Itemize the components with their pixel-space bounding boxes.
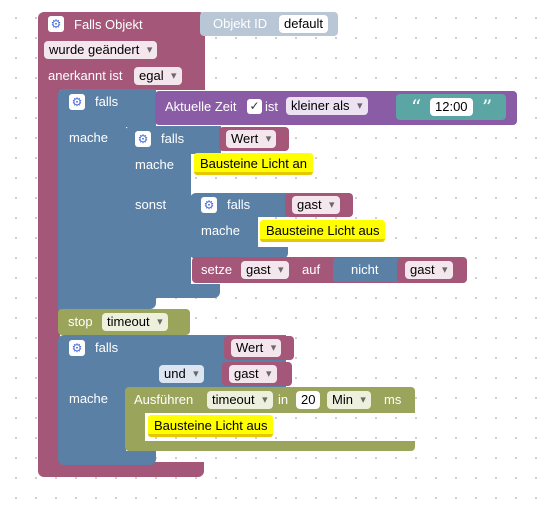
comment-licht-an[interactable]: Bausteine Licht an — [194, 153, 313, 175]
stop-label: stop — [68, 314, 93, 329]
gear-icon[interactable]: ⚙ — [69, 340, 85, 356]
checkbox[interactable]: ✓ — [247, 99, 262, 114]
time-compare-label: Aktuelle Zeit — [165, 99, 237, 114]
on-change-block-bottom — [38, 462, 204, 477]
stop-timeout-dropdown[interactable]: timeout — [102, 313, 168, 331]
on-change-title: Falls Objekt — [74, 17, 143, 32]
if-and-block-bottom — [58, 451, 156, 465]
time-compare-is-label: ist — [265, 99, 278, 114]
timeout-ms-label: ms — [384, 392, 402, 407]
if-wert-block-body — [125, 152, 191, 298]
set-variable-dropdown[interactable]: gast — [241, 261, 289, 279]
gear-icon[interactable]: ⚙ — [135, 131, 151, 147]
compare-dropdown[interactable]: kleiner als — [286, 97, 368, 115]
timeout-label: Ausführen — [134, 392, 194, 407]
object-id-field[interactable]: default — [279, 15, 329, 33]
ack-dropdown[interactable]: egal — [134, 67, 182, 85]
if-gast-do-label: mache — [201, 223, 241, 238]
timeout-in-label: in — [278, 392, 289, 407]
gast-variable-dropdown[interactable]: gast — [292, 196, 340, 214]
gear-icon[interactable]: ⚙ — [69, 94, 85, 110]
timeout-delay-field[interactable]: 20 — [296, 391, 321, 409]
changed-dropdown[interactable]: wurde geändert — [44, 41, 158, 59]
on-change-block-body — [38, 88, 60, 468]
if-time-keyword: falls — [95, 94, 119, 109]
timeout-name-dropdown[interactable]: timeout — [207, 391, 273, 409]
time-value-field[interactable]: 12:00 — [430, 98, 473, 116]
if-time-do-label: mache — [69, 130, 109, 145]
timeout-block-bottom — [125, 441, 415, 451]
if-time-block-bottom — [58, 295, 156, 309]
gear-icon[interactable]: ⚙ — [201, 197, 217, 213]
if-wert-do-label: mache — [135, 157, 175, 172]
if-wert-keyword: falls — [161, 131, 185, 146]
object-id-label: Objekt ID — [213, 16, 268, 31]
if-time-block-body — [58, 125, 126, 310]
gear-icon[interactable]: ⚙ — [48, 16, 64, 32]
comment-licht-aus[interactable]: Bausteine Licht aus — [260, 220, 386, 242]
if-wert-else-label: sonst — [135, 197, 167, 212]
if-gast-keyword: falls — [227, 197, 251, 212]
wert-variable-dropdown[interactable]: Wert — [226, 130, 277, 148]
set-label: setze — [201, 262, 233, 277]
if-and-keyword: falls — [95, 340, 119, 355]
and-dropdown[interactable]: und — [159, 365, 204, 383]
gast-variable-dropdown-2[interactable]: gast — [229, 365, 277, 383]
if-gast-block-bottom — [190, 247, 288, 259]
get-variable-dropdown[interactable]: gast — [405, 261, 453, 279]
timeout-block-body — [125, 411, 145, 441]
set-to-label: auf — [302, 262, 321, 277]
close-quote-icon: ” — [482, 95, 493, 119]
not-label: nicht — [351, 262, 379, 277]
wert-variable-dropdown-2[interactable]: Wert — [231, 339, 282, 357]
comment-licht-aus-2[interactable]: Bausteine Licht aus — [148, 415, 274, 437]
if-and-do-label: mache — [69, 391, 109, 406]
open-quote-icon: “ — [411, 95, 422, 119]
timeout-unit-dropdown[interactable]: Min — [327, 391, 371, 409]
ack-label: anerkannt ist — [48, 68, 123, 83]
if-wert-block-bottom — [125, 284, 220, 298]
if-and-block-body — [58, 385, 126, 455]
